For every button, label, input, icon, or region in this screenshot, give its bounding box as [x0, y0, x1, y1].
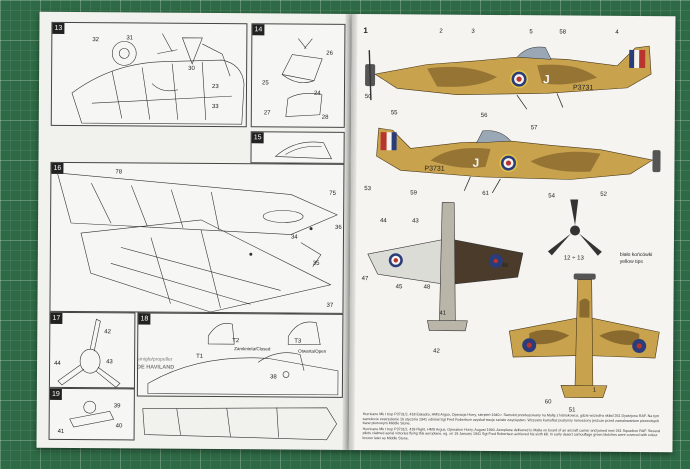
step-18-panel: 18 T2 T1 T3 Zamknieta/Closed Otwarta/Ope… [136, 312, 344, 398]
step-16-panel: 16 78 75 35 36 34 [49, 161, 345, 314]
callout-50: 50 [364, 94, 372, 101]
part-label-39: 39 [113, 403, 121, 410]
part-label-41: 41 [57, 428, 65, 435]
prop-part-label: 12 ÷ 13 [563, 255, 584, 262]
part-label-23: 23 [211, 83, 219, 91]
callout-44: 44 [380, 218, 387, 225]
callout-55: 55 [390, 110, 398, 117]
windscreen-drawing [274, 141, 333, 160]
plan-view-upper-lower [367, 202, 524, 332]
step-13-panel: 13 31 32 30 23 33 [50, 21, 248, 128]
callout-47: 47 [361, 276, 369, 283]
step-15-panel: 15 [250, 131, 345, 164]
right-side-profile: J P3731 [376, 127, 661, 194]
part-label-t2: T2 [232, 338, 240, 345]
callout-59: 59 [410, 190, 417, 197]
callout-5: 5 [529, 29, 533, 36]
callout-52: 52 [600, 191, 607, 198]
part-label-44: 44 [54, 360, 61, 367]
callout-43: 43 [412, 218, 419, 225]
part-label-37: 37 [326, 302, 334, 309]
callout-2: 2 [439, 28, 443, 35]
callout-61: 61 [482, 190, 489, 197]
markings-page: 1 J P3731 [348, 13, 676, 453]
left-side-profile: J P3731 [365, 45, 652, 110]
canopy-drawing [147, 321, 339, 396]
part-label-25: 25 [262, 80, 269, 87]
serial-second: P3731 [424, 165, 444, 172]
callout-56: 56 [480, 112, 488, 119]
part-label-34: 34 [290, 234, 298, 241]
callout-53: 53 [364, 186, 372, 193]
part-label-42: 42 [104, 329, 112, 336]
profile-caption: Hurricane Mk I trop P3731/J, 418 Eskadra… [363, 412, 663, 444]
callout-48: 48 [423, 284, 431, 291]
part-label-30: 30 [188, 65, 195, 72]
caption-english: Hurricane Mk I trop P3731/J, 418 Flight,… [362, 426, 661, 441]
part-label-33: 33 [211, 103, 219, 111]
part-label-78: 78 [115, 169, 123, 176]
tip-note-en: yellow tips [619, 258, 643, 266]
callout-45: 45 [395, 284, 403, 291]
canopy-closed-label: Zamknieta/Closed [234, 346, 271, 352]
caption-polish: Hurricane Mk I trop P3731/J, 418 Eskadra… [362, 412, 660, 426]
part-label-28: 28 [321, 114, 329, 121]
callout-42: 42 [433, 348, 440, 355]
instruction-booklet: 1 3 31 32 30 23 33 [36, 11, 676, 453]
part-label-t1: T1 [196, 353, 204, 360]
callout-4: 4 [615, 29, 619, 36]
part-label-40: 40 [115, 423, 123, 430]
top-view-plane [508, 273, 660, 399]
code-letter-top: J [543, 72, 550, 86]
cockpit-frame-drawing [71, 33, 245, 125]
part-label-24: 24 [313, 90, 321, 97]
callout-3: 3 [471, 28, 475, 35]
part-label-75: 75 [329, 190, 336, 197]
serial-top: P3731 [573, 85, 593, 92]
fuselage-rear-drawing [142, 407, 338, 441]
callout-41: 41 [439, 310, 447, 317]
callout-60: 60 [544, 399, 552, 406]
tip-note-pl: biało końcówki [619, 251, 653, 259]
callout-1: 1 [592, 387, 597, 394]
callout-54: 54 [548, 193, 555, 200]
canopy-open-label: Otwarta/Open [298, 348, 327, 354]
part-label-43: 43 [106, 359, 113, 366]
propeller-detail [547, 199, 602, 256]
part-label-38: 38 [269, 374, 277, 381]
callout-58: 58 [559, 29, 567, 36]
part-label-35: 35 [312, 260, 320, 267]
seat-drawing [281, 38, 323, 117]
step-19-panel: 19 39 40 41 [48, 387, 135, 441]
part-label-32: 32 [92, 37, 100, 44]
assembly-page: 13 31 32 30 23 33 [36, 11, 352, 450]
step-14-panel: 14 26 25 27 28 24 [250, 23, 346, 128]
callout-57: 57 [530, 125, 538, 132]
profile-number: 1 [363, 26, 368, 36]
step-17-panel: 17 42 43 44 [48, 311, 136, 389]
code-letter-second: J [472, 156, 479, 170]
part-label-t3: T3 [294, 338, 302, 345]
fuselage-wing-assembly-drawing [57, 172, 338, 313]
exhaust-drawing [69, 400, 115, 428]
part-label-26: 26 [326, 50, 333, 57]
part-label-27: 27 [263, 110, 271, 117]
callout-46: 46 [501, 263, 509, 270]
propeller-drawing [57, 318, 121, 388]
part-label-36: 36 [335, 224, 342, 231]
part-label-31: 31 [126, 35, 134, 42]
